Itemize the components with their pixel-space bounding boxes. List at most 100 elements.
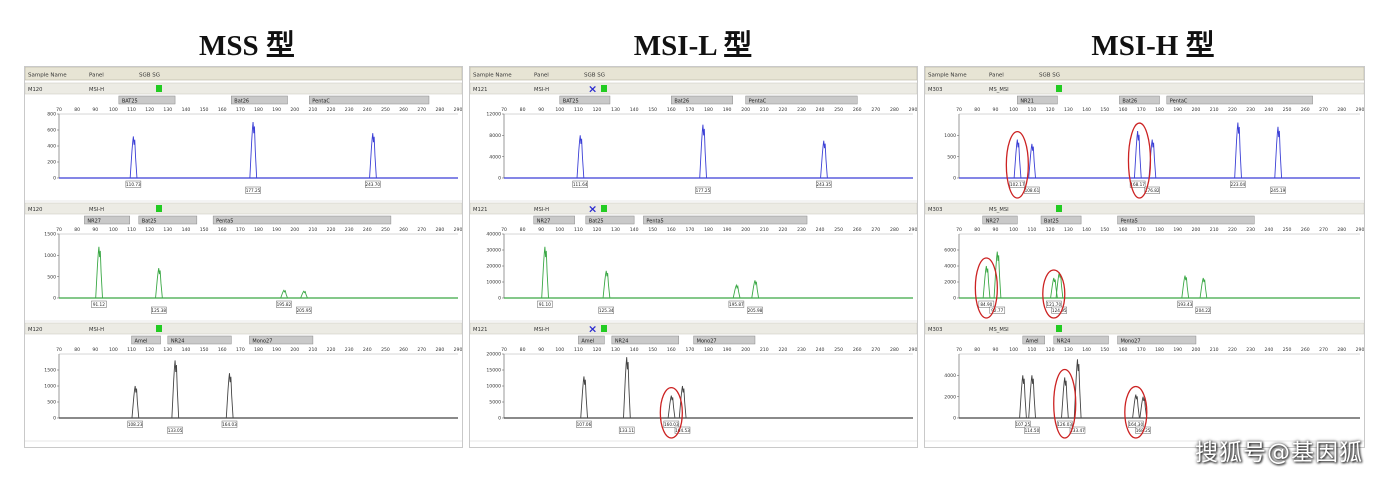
peak-size-label: 164.30 [1128, 422, 1143, 427]
peak-label-box [1069, 426, 1086, 434]
x-tick-label: 180 [254, 347, 263, 353]
x-tick-label: 240 [816, 347, 825, 353]
y-tick-label: 15000 [486, 368, 501, 374]
peak-label-box [1015, 420, 1031, 428]
x-tick-label: 250 [1283, 347, 1292, 353]
x-tick-label: 200 [1192, 107, 1201, 113]
marker-bar: Bat25 [1040, 215, 1082, 225]
x-tick-label: 90 [538, 107, 544, 113]
peak-label-box [989, 306, 1006, 314]
x-tick-label: 100 [109, 107, 118, 113]
x-tick-label: 260 [853, 227, 862, 233]
x-tick-label: 200 [741, 107, 750, 113]
y-tick-label: 20000 [486, 352, 501, 358]
peak-label-box [167, 426, 183, 434]
peak-size-label: 195.87 [729, 302, 744, 307]
x-tick-label: 180 [1155, 347, 1164, 353]
x-tick-label: 270 [1319, 347, 1328, 353]
x-tick-label: 270 [417, 227, 426, 233]
peak-trace [678, 385, 687, 419]
x-tick-label: 250 [834, 347, 843, 353]
x-tick-label: 200 [741, 347, 750, 353]
x-tick-label: 210 [309, 107, 318, 113]
instability-circle [1127, 122, 1152, 199]
y-tick-label: 1000 [944, 133, 956, 139]
marker-rect [1017, 95, 1058, 105]
marker-rect [131, 335, 161, 345]
marker-rect [249, 335, 314, 345]
marker-rect [1117, 215, 1255, 225]
x-tick-label: 130 [163, 227, 172, 233]
x-tick-label: 240 [363, 347, 372, 353]
peak-trace [1148, 139, 1157, 179]
x-tick-label: 70 [56, 107, 62, 113]
x-tick-label: 140 [630, 347, 639, 353]
track-header [470, 202, 917, 215]
track-header [470, 82, 917, 95]
x-tick-label: 190 [1173, 347, 1182, 353]
x-tick-label: 220 [1228, 227, 1237, 233]
peak-label-box [572, 180, 588, 188]
marker-name: PentaC [749, 99, 767, 105]
x-tick-label: 80 [74, 347, 80, 353]
track-sample-id: M303 [928, 207, 942, 213]
peak-trace [225, 373, 234, 419]
x-tick-label: 80 [974, 347, 980, 353]
y-tick-label: 600 [47, 128, 56, 134]
track-header [925, 202, 1364, 215]
x-tick-label: 270 [1319, 107, 1328, 113]
x-tick-label: 280 [435, 347, 444, 353]
peak-label-box [1056, 420, 1073, 428]
x-tick-label: 280 [435, 227, 444, 233]
x-tick-label: 230 [1246, 107, 1255, 113]
y-tick-label: 10000 [486, 384, 501, 390]
x-tick-label: 100 [555, 107, 564, 113]
x-tick-label: 270 [417, 347, 426, 353]
x-tick-label: 290 [454, 347, 462, 353]
peak-size-label: 223.04 [1231, 182, 1246, 187]
peak-trace [1181, 275, 1190, 299]
x-tick-label: 80 [520, 347, 526, 353]
peak-size-label: 177.25 [696, 188, 711, 193]
track-header [25, 322, 462, 335]
x-tick-label: 290 [1356, 347, 1364, 353]
x-tick-label: 210 [1210, 347, 1219, 353]
y-tick-label: 4000 [944, 264, 956, 270]
track-panel-name: MSI-H [534, 87, 549, 93]
x-tick-label: 210 [309, 347, 318, 353]
x-tick-label: 120 [1046, 347, 1055, 353]
x-tick-label: 150 [200, 107, 209, 113]
x-tick-label: 190 [723, 107, 732, 113]
x-tick-label: 160 [218, 107, 227, 113]
status-ok-icon [1056, 85, 1062, 92]
x-tick-label: 190 [1173, 107, 1182, 113]
x-tick-label: 250 [1283, 107, 1292, 113]
x-tick-label: 80 [74, 107, 80, 113]
marker-rect [1053, 335, 1109, 345]
x-tick-label: 110 [574, 227, 583, 233]
peak-label-box [151, 306, 167, 314]
x-tick-label: 250 [381, 107, 390, 113]
x-tick-label: 250 [834, 227, 843, 233]
sample-name-label: Sample Name [473, 73, 512, 79]
peak-label-box [365, 180, 381, 188]
peak-label-box [598, 306, 614, 314]
sample-name-label: Sample Name [928, 73, 967, 79]
x-tick-label: 220 [1228, 347, 1237, 353]
sample-name-label: Sample Name [28, 73, 67, 79]
x-tick-label: 200 [290, 107, 299, 113]
marker-name: Penta5 [216, 219, 233, 225]
peak-size-label: 125.34 [599, 308, 614, 313]
y-tick-label: 0 [53, 416, 56, 422]
marker-name: Bat25 [142, 219, 157, 225]
x-tick-label: 260 [399, 347, 408, 353]
x-tick-label: 100 [555, 347, 564, 353]
x-tick-label: 240 [1264, 227, 1273, 233]
x-tick-label: 120 [145, 107, 154, 113]
marker-name: Penta5 [1121, 219, 1138, 225]
peak-size-label: 124.95 [1052, 308, 1067, 313]
track-panel-name: MS_MSI [989, 327, 1009, 333]
peak-trace [1061, 377, 1069, 419]
x-tick-label: 190 [272, 107, 281, 113]
